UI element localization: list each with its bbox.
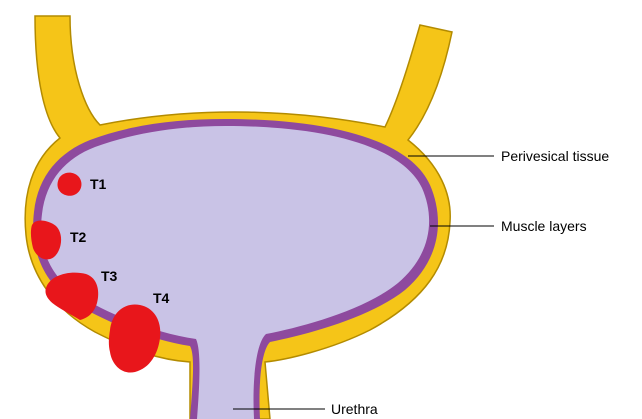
tumor-t3 [45, 273, 98, 320]
perivesical-tissue-label: Perivesical tissue [501, 148, 609, 164]
tumor-t1 [57, 173, 81, 196]
bladder-lumen [41, 126, 429, 419]
stage-label-t2: T2 [70, 229, 87, 245]
stage-label-t4: T4 [153, 290, 170, 306]
stage-label-t3: T3 [101, 268, 118, 284]
muscle-layers-label: Muscle layers [501, 218, 587, 234]
stage-label-t1: T1 [90, 176, 107, 192]
urethra-label: Urethra [331, 401, 378, 417]
tumor-t4 [109, 304, 160, 372]
